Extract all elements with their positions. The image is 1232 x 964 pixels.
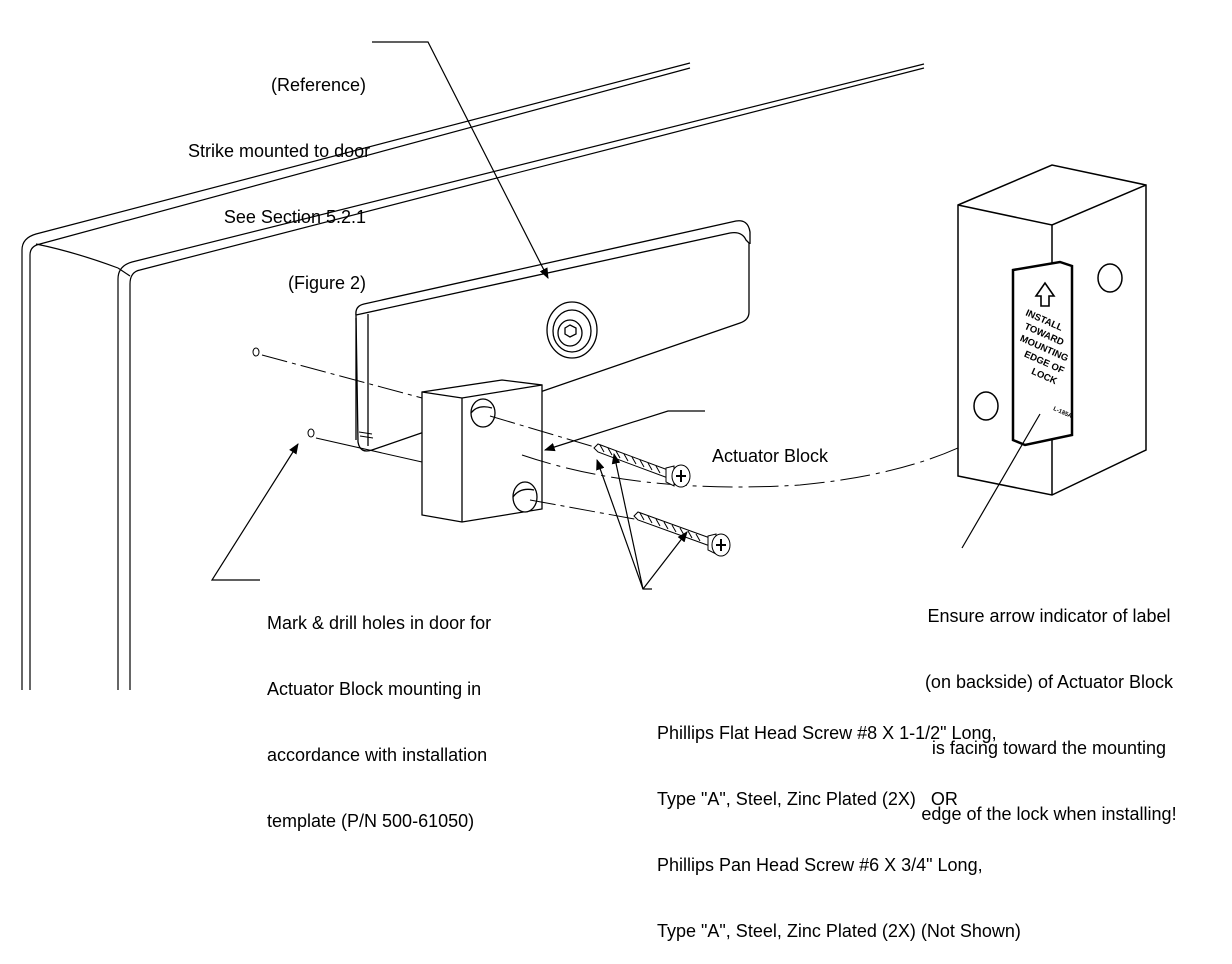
reference-line-1: (Reference): [270, 75, 366, 95]
screw-line-3: Phillips Pan Head Screw #6 X 3/4" Long,: [657, 855, 983, 875]
drill-holes: [252, 347, 315, 438]
reference-callout: (Reference) Strike mounted to door See S…: [188, 30, 371, 316]
screw-line-4: Type "A", Steel, Zinc Plated (2X) (Not S…: [657, 921, 1021, 941]
screw-line-2: Type "A", Steel, Zinc Plated (2X) OR: [657, 789, 958, 809]
screw-upper: [593, 443, 691, 488]
door-frame: [21, 62, 925, 690]
drill-line-1: Mark & drill holes in door for: [267, 613, 492, 633]
reference-line-2: Strike mounted to door: [188, 141, 371, 161]
screw-lower: [633, 511, 731, 557]
ensure-line-2: (on backside) of Actuator Block: [924, 672, 1174, 692]
reference-line-3: See Section 5.2.1: [223, 207, 366, 227]
reference-line-4: (Figure 2): [287, 273, 366, 293]
installation-diagram: INSTALL TOWARD MOUNTING EDGE OF LOCK L-1…: [21, 41, 1147, 690]
strike: [355, 220, 751, 452]
actuator-block-callout: Actuator Block: [712, 401, 828, 489]
screw-spec-callout: Phillips Flat Head Screw #8 X 1-1/2" Lon…: [657, 678, 1021, 964]
drill-holes-callout: Mark & drill holes in door for Actuator …: [267, 568, 491, 854]
leader-lines: [210, 41, 1041, 590]
actuator-block-label: Actuator Block: [712, 446, 829, 466]
drill-line-2: Actuator Block mounting in: [267, 679, 482, 699]
actuator-block-small: [421, 379, 543, 523]
drill-line-4: template (P/N 500-61050): [267, 811, 475, 831]
drill-line-3: accordance with installation: [267, 745, 488, 765]
actuator-block-detail: [957, 164, 1147, 496]
ensure-line-3: is facing toward the mounting: [931, 738, 1167, 758]
ensure-line-1: Ensure arrow indicator of label: [927, 606, 1171, 626]
screw-line-1: Phillips Flat Head Screw #8 X 1-1/2" Lon…: [657, 723, 997, 743]
